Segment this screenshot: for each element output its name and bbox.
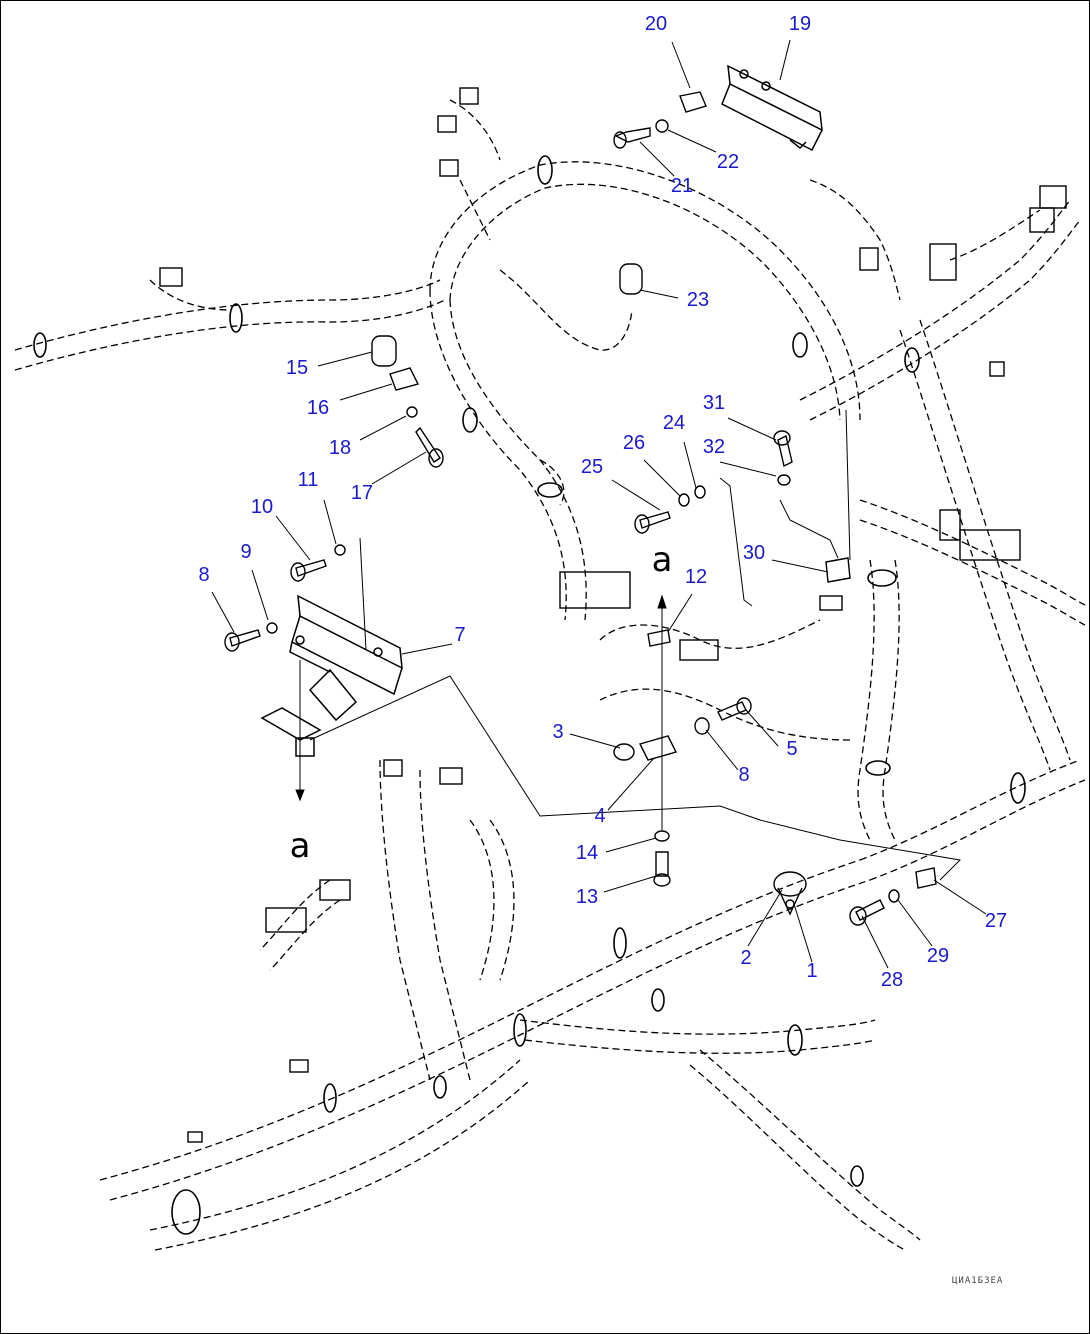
callout-4: 4: [594, 805, 606, 827]
callout-18: 18: [328, 437, 352, 459]
callout-1: 1: [806, 960, 818, 982]
callout-7: 7: [454, 624, 466, 646]
callout-30: 30: [742, 542, 766, 564]
callout-13: 13: [575, 886, 599, 908]
bracket-7: [260, 594, 403, 757]
drawing-code: ЦИА1Б3ЕА: [952, 1276, 1004, 1286]
callout-12: 12: [684, 566, 708, 588]
callout-19: 19: [788, 13, 812, 35]
callout-32: 32: [702, 436, 726, 458]
callout-8-right: 8: [738, 764, 750, 786]
callout-14: 14: [575, 842, 599, 864]
callout-25: 25: [580, 456, 604, 478]
callout-5: 5: [786, 738, 798, 760]
callout-9: 9: [240, 541, 252, 563]
bracket-19: [721, 64, 823, 152]
callout-11: 11: [297, 469, 319, 491]
callout-2: 2: [740, 947, 752, 969]
callout-8-left: 8: [198, 564, 210, 586]
callout-23: 23: [686, 289, 710, 311]
small-parts: [224, 91, 937, 926]
callout-27: 27: [984, 910, 1008, 932]
callout-29: 29: [926, 945, 950, 967]
connectors: [159, 87, 1067, 1143]
guide-lines: [295, 409, 962, 881]
callout-15: 15: [285, 357, 309, 379]
view-mark-a-left: a: [289, 826, 311, 866]
callout-16: 16: [306, 397, 330, 419]
callout-28: 28: [880, 969, 904, 991]
callout-20: 20: [644, 13, 668, 35]
callout-10: 10: [250, 496, 274, 518]
callout-24: 24: [662, 412, 686, 434]
callout-21: 21: [670, 175, 694, 197]
callout-26: 26: [622, 432, 646, 454]
callout-22: 22: [716, 151, 740, 173]
callout-17: 17: [350, 482, 374, 504]
view-mark-a-center: a: [651, 540, 673, 580]
harness-hoses: [14, 99, 1086, 1251]
harness-clamps: [33, 155, 1026, 1235]
callout-3: 3: [552, 721, 564, 743]
leader-lines: [211, 39, 987, 969]
callout-31: 31: [702, 392, 726, 414]
